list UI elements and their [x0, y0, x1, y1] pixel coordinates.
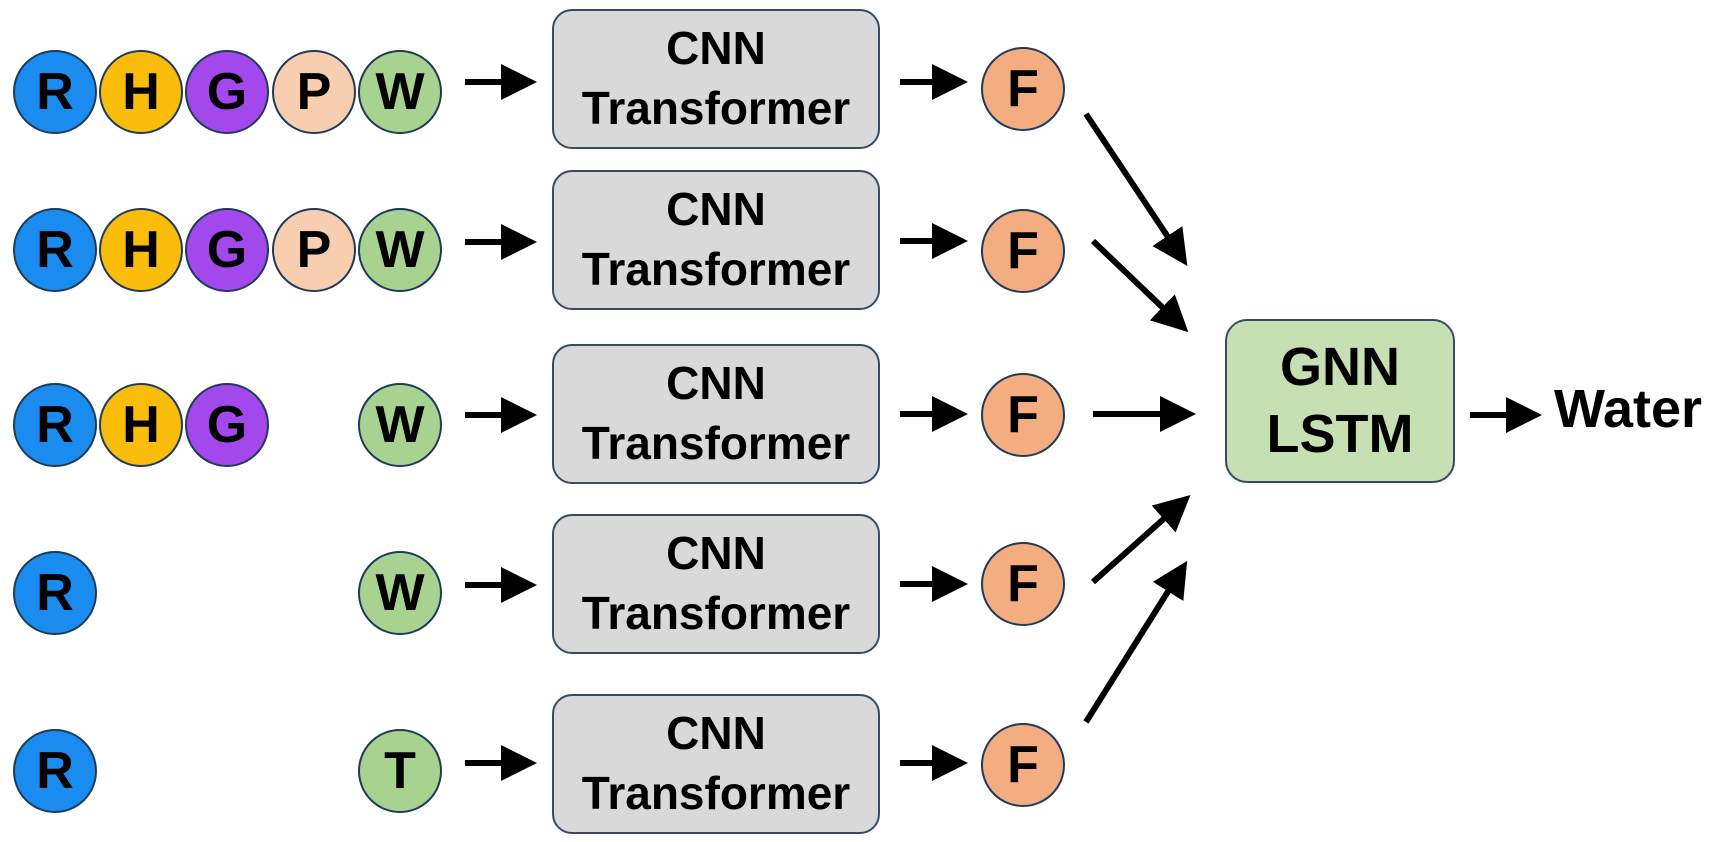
input-node-H: H	[99, 208, 183, 292]
fusion-box: GNN LSTM	[1225, 319, 1455, 483]
model-box: CNN Transformer	[552, 9, 880, 149]
model-label-line2: Transformer	[581, 767, 851, 819]
feature-node: F	[981, 47, 1065, 131]
input-node-P: P	[272, 208, 356, 292]
input-node-G: G	[185, 50, 269, 134]
arrow-feature-to-fusion	[1090, 238, 1189, 333]
input-node-H: H	[99, 50, 183, 134]
input-node-H: H	[99, 383, 183, 467]
model-box: CNN Transformer	[552, 170, 880, 310]
input-node-W: W	[358, 50, 442, 134]
input-node-R: R	[13, 208, 97, 292]
model-label-line1: CNN	[666, 527, 766, 580]
input-node-R: R	[13, 551, 97, 635]
model-box: CNN Transformer	[552, 514, 880, 654]
model-label-line2: Transformer	[581, 243, 851, 295]
feature-node: F	[981, 723, 1065, 807]
arrow-feature-to-fusion	[1083, 112, 1188, 266]
model-box: CNN Transformer	[552, 694, 880, 834]
feature-node: F	[981, 373, 1065, 457]
arrow-feature-to-fusion	[1083, 560, 1188, 724]
input-node-W: W	[358, 208, 442, 292]
model-label-line1: CNN	[666, 357, 766, 410]
input-node-G: G	[185, 208, 269, 292]
input-node-R: R	[13, 50, 97, 134]
feature-node: F	[981, 542, 1065, 626]
model-label-line2: Transformer	[581, 417, 851, 469]
input-node-R: R	[13, 729, 97, 813]
arrow-feature-to-fusion	[1091, 495, 1191, 585]
model-label-line2: Transformer	[581, 587, 851, 639]
input-node-W: W	[358, 383, 442, 467]
model-label-line1: CNN	[666, 707, 766, 760]
input-node-W: W	[358, 551, 442, 635]
input-node-T: T	[358, 729, 442, 813]
input-node-P: P	[272, 50, 356, 134]
feature-node: F	[981, 209, 1065, 293]
model-box: CNN Transformer	[552, 344, 880, 484]
input-node-R: R	[13, 383, 97, 467]
fusion-label-line1: GNN	[1280, 336, 1400, 397]
model-label-line1: CNN	[666, 183, 766, 236]
fusion-label-line2: LSTM	[1266, 404, 1414, 464]
model-label-line1: CNN	[666, 22, 766, 75]
input-node-G: G	[185, 383, 269, 467]
model-label-line2: Transformer	[581, 82, 851, 134]
output-label: Water	[1554, 379, 1703, 439]
